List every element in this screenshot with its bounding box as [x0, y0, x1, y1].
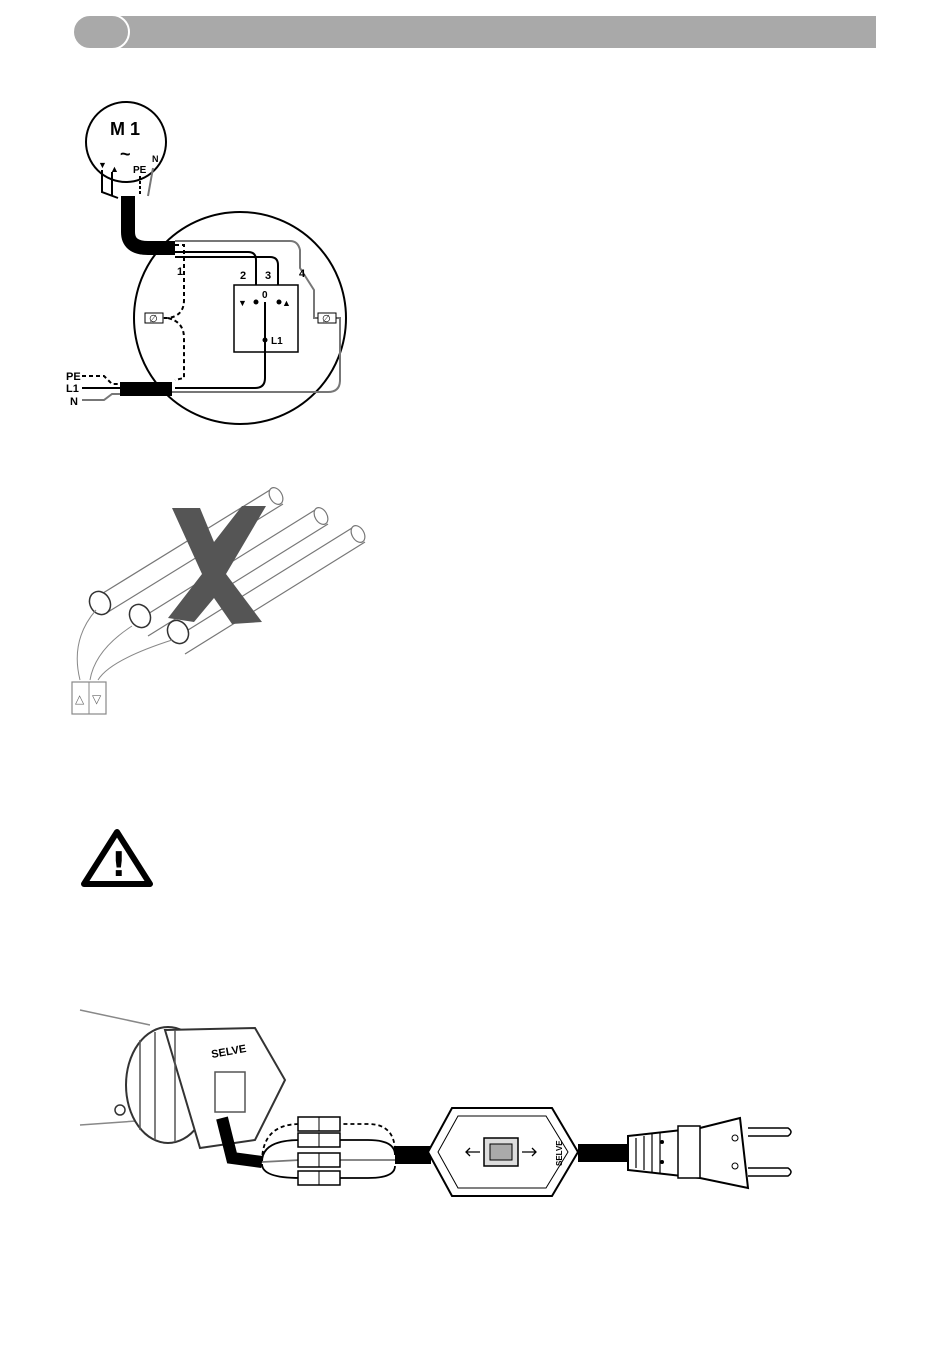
mains-n-label: N: [70, 396, 78, 408]
switch-zero-label: 0: [262, 290, 268, 301]
switch-panel: [72, 682, 106, 714]
terminal-block-1: [298, 1117, 340, 1131]
mains-cable: [120, 382, 172, 396]
plug-pin-1: [748, 1128, 791, 1136]
clamp-right-symbol: ∅: [322, 314, 331, 325]
motor-tube: [80, 1010, 150, 1125]
motor-head-1: [85, 588, 114, 619]
motor-symbol: ~: [120, 144, 131, 164]
motor-down-arrow: ▼: [98, 160, 107, 170]
switch-l1-label: L1: [271, 336, 283, 347]
terminal-4-label: 4: [299, 268, 306, 280]
clamp-right: [318, 313, 336, 323]
header-tab: [72, 14, 130, 50]
motor-circle: [86, 102, 166, 182]
cable-segment-1: [395, 1146, 431, 1164]
motor-cable: [128, 196, 175, 248]
motor-head: [126, 1027, 210, 1143]
terminal-block-3: [298, 1153, 340, 1167]
tube-1: [95, 490, 283, 612]
control-box-switch: [484, 1138, 518, 1166]
junction-circle: [134, 212, 346, 424]
terminal-3-label: 3: [265, 270, 271, 282]
switch-down-symbol: ▼: [238, 298, 247, 308]
control-box-brand: SELVE: [555, 1140, 564, 1166]
terminal-1-label: 1: [177, 266, 183, 278]
control-box: [428, 1108, 578, 1196]
header-bar: [108, 16, 876, 48]
terminal-block-2: [298, 1133, 340, 1147]
switch-box: [234, 285, 298, 352]
mains-l1-label: L1: [66, 383, 79, 395]
forbidden-cross: [168, 506, 266, 624]
motor-cable-out: [222, 1118, 262, 1162]
switch-up-symbol: ▲: [282, 298, 291, 308]
tube-3: [172, 528, 365, 654]
warning-icon-glyph: !: [111, 845, 127, 885]
terminal-block-4: [298, 1171, 340, 1185]
clamp-left: [145, 313, 163, 323]
motor-head-3: [163, 617, 192, 648]
motor-brand-label: SELVE: [210, 1043, 247, 1061]
plug-pin-2: [748, 1168, 791, 1176]
switch-up-key: △: [75, 692, 85, 706]
motor-pe-label: PE: [133, 165, 147, 176]
clamp-left-symbol: ∅: [149, 314, 158, 325]
mains-pe-label: PE: [66, 371, 81, 383]
motor-label: M 1: [110, 119, 140, 139]
power-plug: [628, 1118, 748, 1188]
motor-up-arrow: ▲: [110, 164, 119, 174]
cable-segment-2: [578, 1144, 628, 1162]
motor-n-label: N: [152, 154, 159, 164]
tube-2: [135, 510, 328, 636]
motor-head-2: [125, 601, 154, 632]
terminal-2-label: 2: [240, 270, 246, 282]
switch-down-key: ▽: [92, 692, 102, 706]
